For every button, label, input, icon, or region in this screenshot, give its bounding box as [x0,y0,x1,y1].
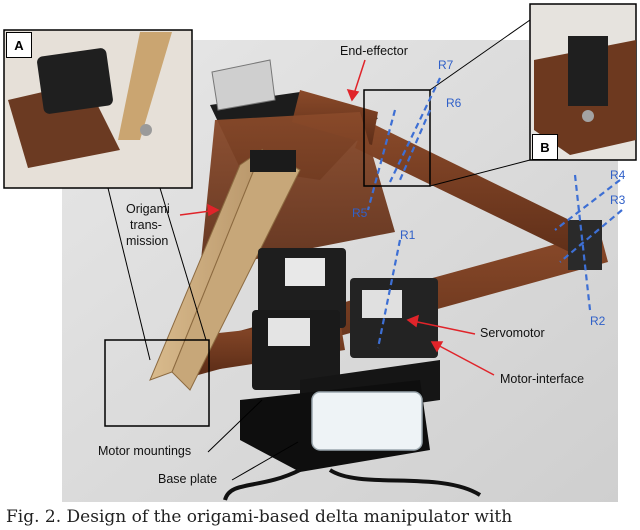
label-end-effector: End-effector [340,44,408,58]
right-upper-arm [355,120,600,262]
label-r2: R2 [590,314,606,328]
label-r4: R4 [610,168,626,182]
leader-base-plate [231,441,299,481]
inset-a-outline-box [363,89,431,187]
label-servomotor: Servomotor [480,326,545,340]
label-origami-line1: Origami [126,202,170,216]
inset-b-hinge [568,36,608,106]
inset-a-tan-strip [118,32,172,140]
inset-b-tag: B [532,134,558,160]
axis-r6 [398,109,432,181]
inset-b-screw [582,110,594,122]
label-base-plate: Base plate [158,472,218,486]
origami-hinge-top [250,150,296,172]
axis-r2 [573,174,592,311]
right-link-block [568,220,602,270]
leader-motor-mountings [207,399,263,453]
inset-a-screw [140,124,152,136]
inset-a-hinge [37,48,113,114]
end-effector-bracket [211,59,276,111]
figure-photo [3,3,637,502]
label-r6: R6 [446,96,462,110]
label-origami-line2: trans- [130,218,162,232]
axis-r5 [366,109,397,211]
label-r5: R5 [352,206,368,220]
inset-a-leader-2 [159,187,207,341]
motor-label-2 [362,290,402,318]
label-r3: R3 [610,193,626,207]
inset-a-tag: A [6,32,32,58]
axis-r3 [559,209,623,263]
axis-r1 [376,239,402,349]
arrow-servomotor [407,319,476,335]
label-r7: R7 [438,58,454,72]
label-r1: R1 [400,228,416,242]
motor-label-1 [268,318,310,346]
battery-box [311,391,423,451]
inset-a-leader-1 [107,187,151,361]
inset-b-source-box [104,339,210,427]
label-motor-mountings: Motor mountings [98,444,192,458]
figure-caption: Fig. 2. Design of the origami-based delt… [6,507,513,527]
motor-label-3 [285,258,325,286]
label-motor-interface: Motor-interface [500,372,585,386]
inset-b-leader-2 [429,19,531,91]
arrow-motor-interface [431,341,495,376]
label-origami-line3: mission [126,234,169,248]
axis-r4 [554,179,621,231]
inset-b-leader-1 [429,159,531,187]
cable-2 [223,468,301,501]
cable [328,468,482,497]
